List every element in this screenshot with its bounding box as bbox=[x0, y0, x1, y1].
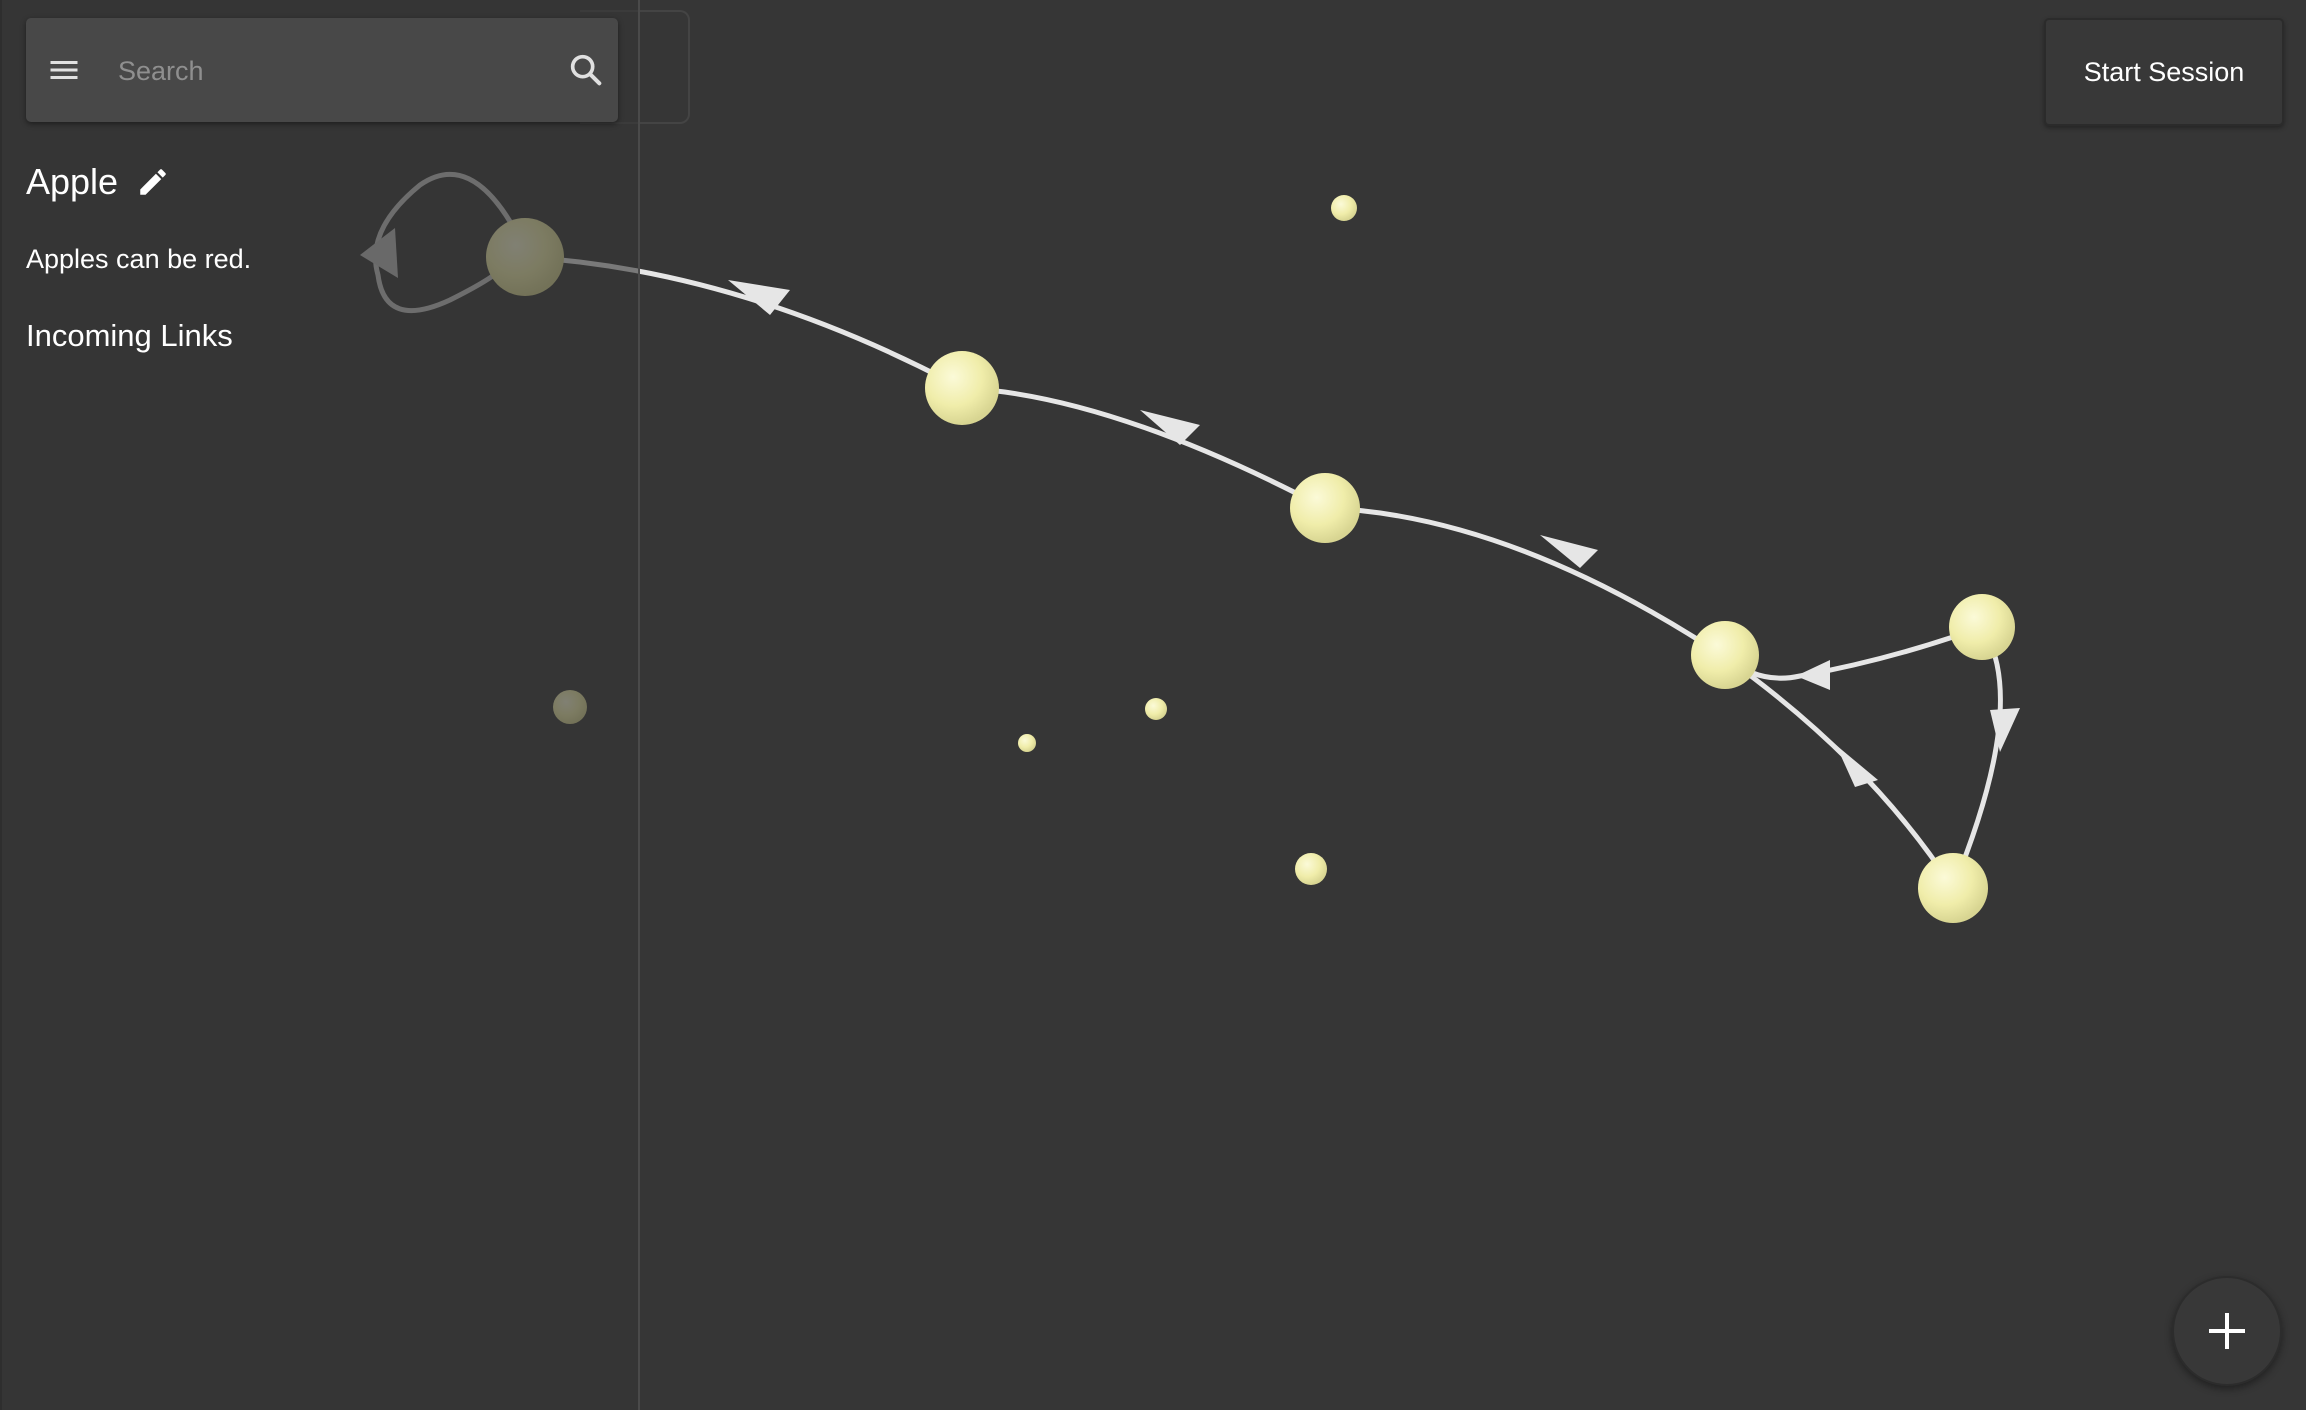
link-arrow bbox=[1836, 745, 1878, 787]
start-session-button[interactable]: Start Session bbox=[2044, 18, 2284, 126]
link-arrow bbox=[1990, 708, 2020, 752]
graph-node[interactable] bbox=[1018, 734, 1036, 752]
graph-link bbox=[1722, 624, 1985, 681]
graph-node[interactable] bbox=[1145, 698, 1167, 720]
graph-node[interactable] bbox=[1290, 473, 1360, 543]
node-title: Apple bbox=[26, 161, 119, 202]
graph-node[interactable] bbox=[1949, 594, 2015, 660]
link-arrow bbox=[1140, 410, 1200, 445]
link-arrow bbox=[1540, 535, 1598, 568]
search-icon[interactable] bbox=[566, 50, 606, 90]
graph-link bbox=[1950, 624, 2003, 891]
graph-link bbox=[959, 385, 1328, 511]
search-input[interactable] bbox=[116, 46, 560, 96]
graph-node[interactable] bbox=[1918, 853, 1988, 923]
node-description: Apples can be red. bbox=[26, 244, 252, 274]
graph-link bbox=[1322, 505, 1728, 660]
menu-icon[interactable] bbox=[46, 52, 82, 88]
graph-node[interactable] bbox=[1691, 621, 1759, 689]
pencil-icon[interactable] bbox=[136, 165, 170, 199]
graph-link bbox=[1722, 654, 1956, 891]
graph-node[interactable] bbox=[1331, 195, 1357, 221]
add-node-button[interactable] bbox=[2172, 1276, 2282, 1386]
incoming-links-heading: Incoming Links bbox=[26, 318, 233, 353]
plus-icon bbox=[2209, 1313, 2245, 1349]
node-detail-panel: Apple Apples can be red. Incoming Links bbox=[0, 0, 640, 1410]
graph-node[interactable] bbox=[1295, 853, 1327, 885]
node-title-row: Apple bbox=[26, 152, 170, 212]
search-bar bbox=[26, 18, 618, 122]
link-arrow bbox=[728, 280, 790, 315]
link-arrow bbox=[1796, 660, 1830, 690]
graph-node[interactable] bbox=[925, 351, 999, 425]
